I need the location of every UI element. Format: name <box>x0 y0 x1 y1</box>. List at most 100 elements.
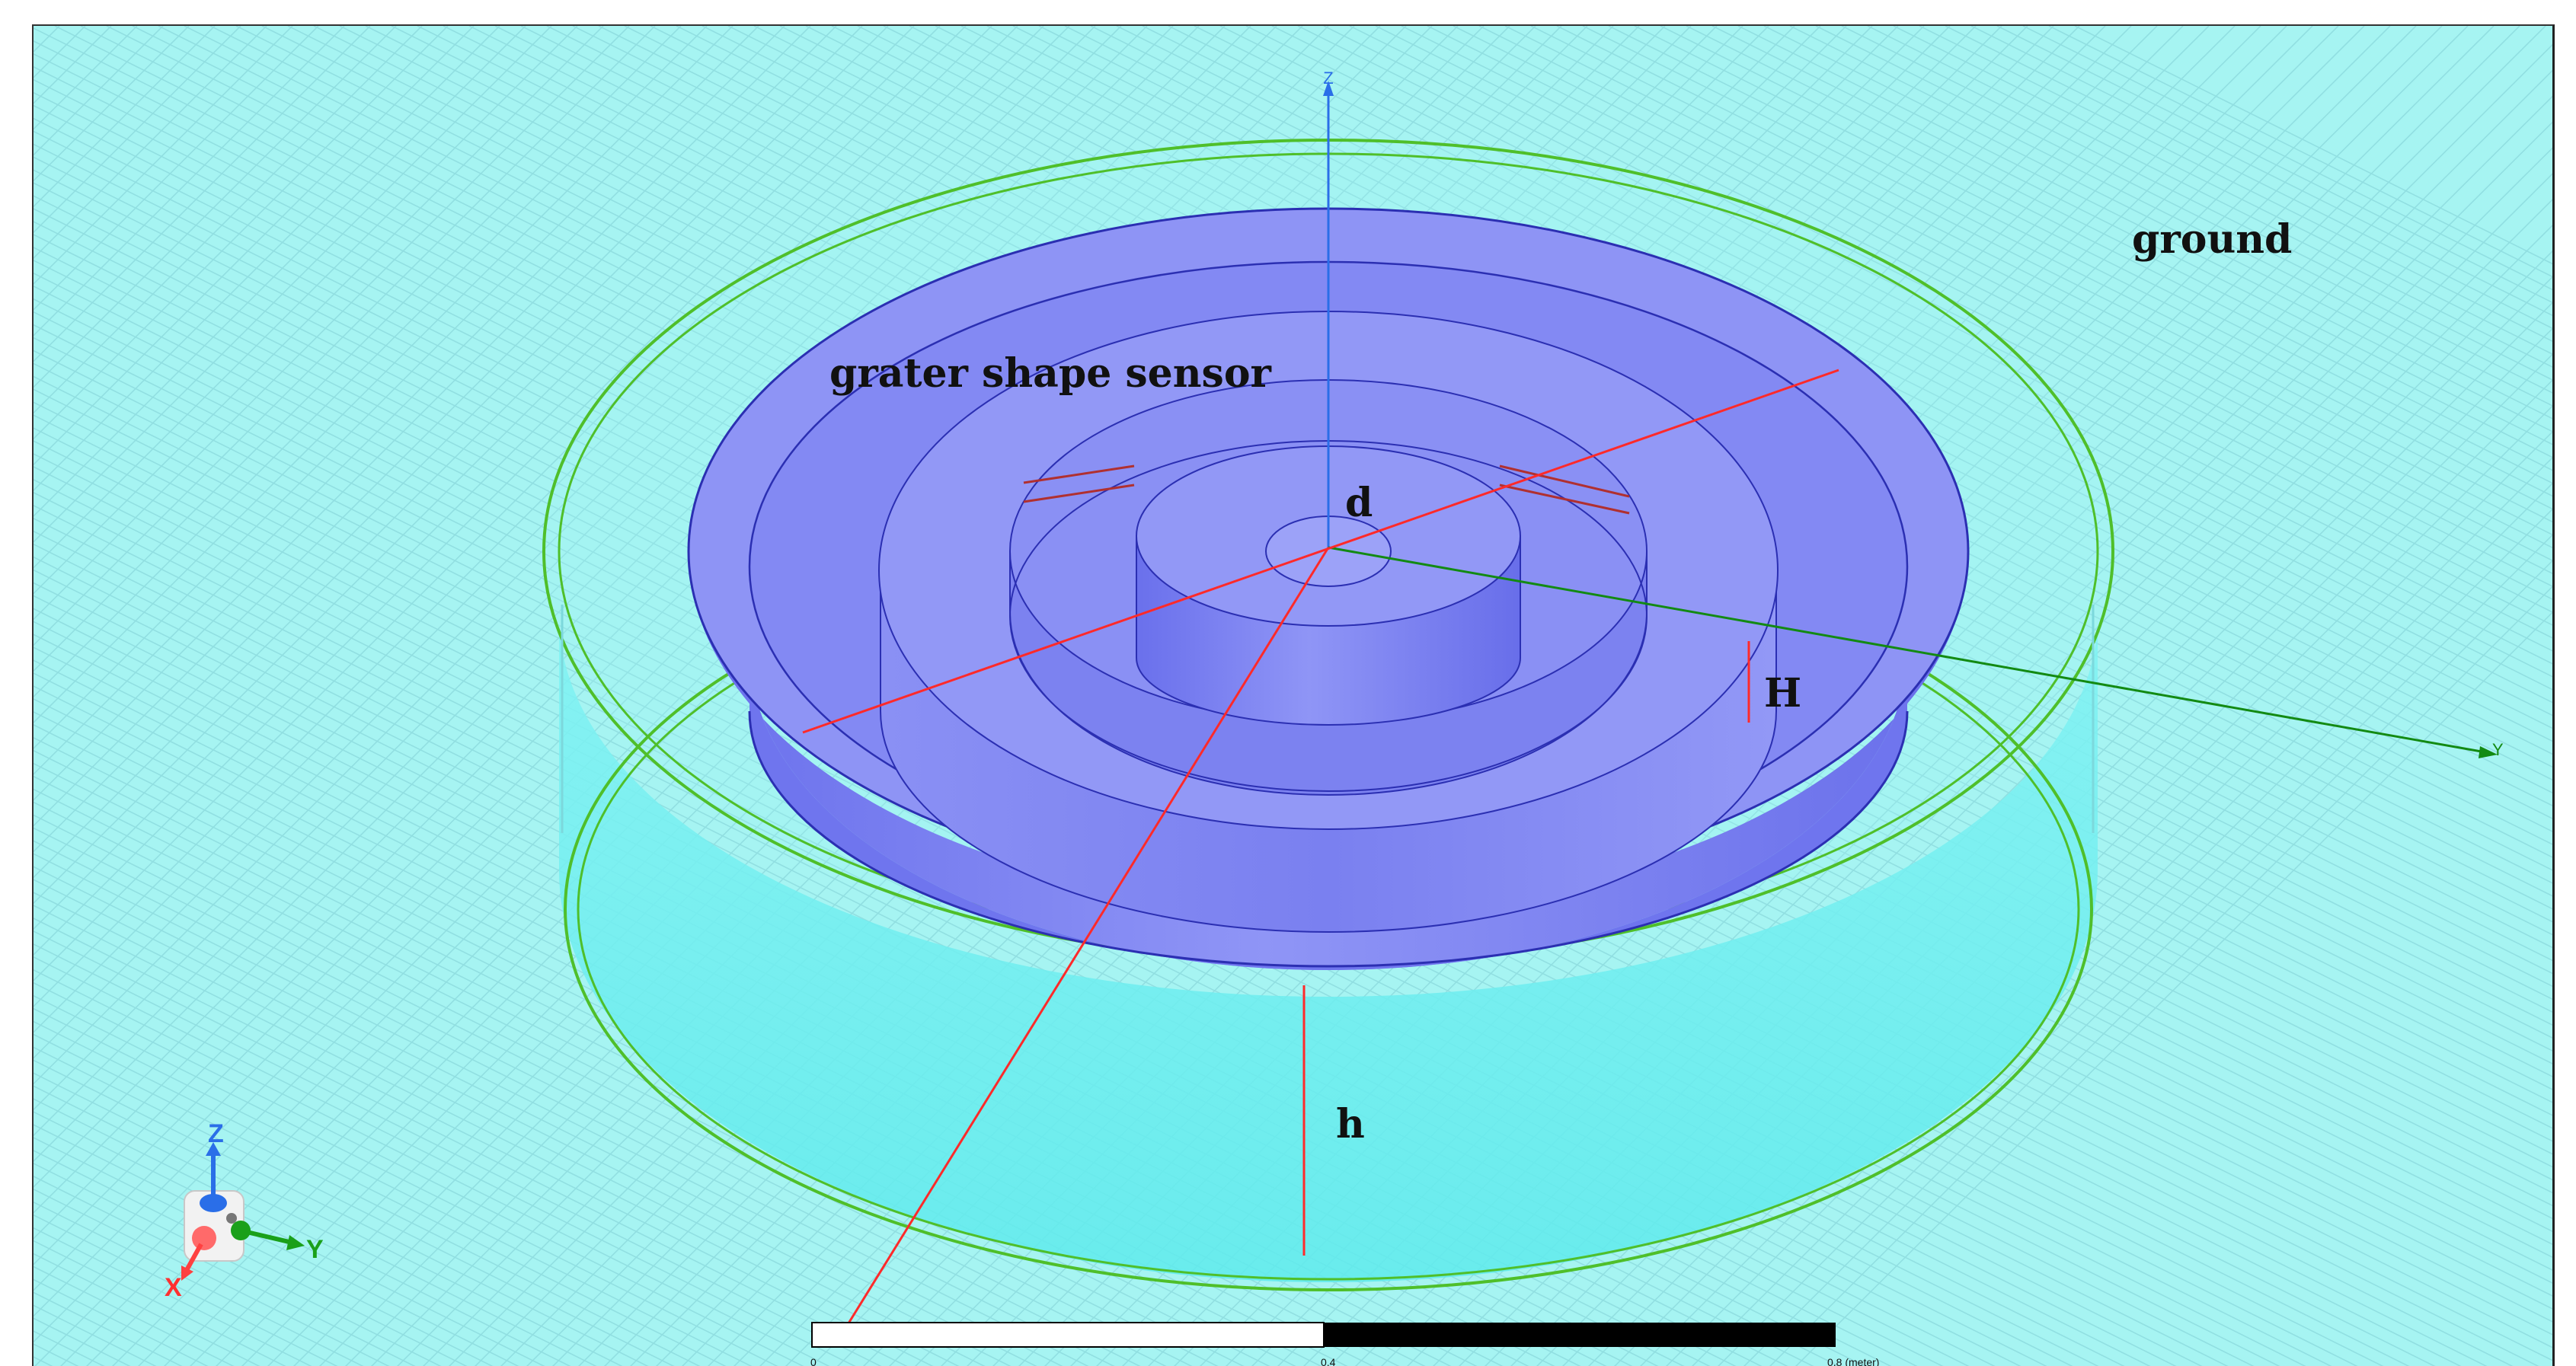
grid-line <box>34 892 986 1366</box>
grid-line <box>1194 26 2552 704</box>
grid-line <box>1634 26 2552 484</box>
grater-sensor-body <box>687 207 1970 970</box>
grid-line <box>34 981 804 1366</box>
y-axis-arrow <box>2479 746 2498 758</box>
triad-z-knob <box>200 1194 227 1212</box>
grid-line <box>34 853 1063 1366</box>
grid-line <box>34 1046 675 1366</box>
triad-y-axis <box>246 1230 293 1245</box>
grid-line <box>1556 26 2552 523</box>
grid-line <box>34 1033 701 1366</box>
grid-line <box>34 814 1141 1366</box>
ground-cylinder-body <box>559 616 2098 1282</box>
grid-line <box>1815 26 2552 394</box>
label-ground: ground <box>2132 216 2292 263</box>
grid-line <box>1608 26 2552 497</box>
grid-line <box>1717 534 2552 1366</box>
grid-line <box>34 905 960 1366</box>
z-axis-arrow <box>1323 81 1334 96</box>
grid-line <box>34 26 1174 1163</box>
grid-line <box>1996 26 2552 304</box>
triad-z-arrow <box>206 1142 221 1156</box>
grid-line <box>34 26 319 311</box>
grid-line <box>1427 26 2552 587</box>
grid-line <box>1743 560 2552 1366</box>
scale-bar-white <box>811 1322 1325 1348</box>
grid-line <box>2022 26 2552 291</box>
grid-line <box>1970 26 2552 317</box>
grid-line <box>34 26 267 260</box>
grid-line <box>34 1020 727 1366</box>
gap-mark-left-1 <box>1023 464 1135 484</box>
scale-bar-black <box>1324 1323 1836 1347</box>
triad-x-label: X <box>165 1273 182 1302</box>
grid-line <box>34 26 630 621</box>
grid-line <box>1530 26 2552 536</box>
y-axis-line <box>1328 546 2491 755</box>
3d-viewport[interactable]: Z Y grater shape sensor ground d H h Z Y… <box>32 24 2555 1366</box>
triad-z-label: Z <box>208 1119 224 1148</box>
grid-line <box>34 26 1226 1214</box>
grid-line <box>546 26 2552 1026</box>
grid-line <box>34 827 1115 1366</box>
label-sensor: grater shape sensor <box>829 350 1272 397</box>
grid-line <box>1867 26 2552 368</box>
label-d: d <box>1345 480 1373 526</box>
grid-line <box>1349 26 2552 626</box>
triad-center-dot <box>226 1213 237 1224</box>
grid-line <box>34 1137 494 1366</box>
orientation-triad[interactable]: Z Y X <box>165 1119 324 1302</box>
grid-line <box>1660 26 2552 471</box>
grid-line <box>1737 26 2552 432</box>
grid-line <box>34 26 682 672</box>
grid-line <box>34 26 1044 1033</box>
grid-line <box>1919 26 2552 343</box>
grid-line <box>34 930 908 1366</box>
grid-line <box>34 994 778 1366</box>
triad-y-arrow <box>286 1235 305 1250</box>
grid-line <box>1323 26 2552 639</box>
grid-line <box>34 969 830 1366</box>
scale-tick-0: 0 <box>810 1356 817 1366</box>
grid-line <box>34 26 811 801</box>
grid-line <box>34 26 578 569</box>
grid-line <box>1478 26 2552 562</box>
grid-line <box>34 26 941 930</box>
grid-line <box>34 26 656 646</box>
grid-line <box>34 26 837 827</box>
grid-line <box>1665 482 2552 1366</box>
grid-line <box>1375 26 2552 613</box>
grid-line <box>34 26 889 879</box>
triad-x-knob <box>192 1226 216 1250</box>
grid-line <box>34 26 708 698</box>
gap-mark-left-2 <box>1023 484 1135 503</box>
coordinate-axes <box>802 81 2498 1330</box>
grid-line <box>34 26 759 749</box>
grid-line <box>34 26 371 362</box>
axis-y-label: Y <box>2492 740 2504 759</box>
grid-line <box>1769 586 2552 1366</box>
grid-line <box>1504 26 2552 549</box>
grid-line <box>34 26 475 466</box>
grid-line <box>34 26 863 853</box>
triad-y-label: Y <box>306 1235 324 1264</box>
grid-line <box>1841 26 2552 381</box>
grid-line <box>34 26 1148 1137</box>
grid-line <box>34 1007 753 1366</box>
x-axis-line <box>802 369 1839 734</box>
grid-line <box>34 1072 623 1366</box>
gap-marks <box>1023 464 1630 515</box>
grid-line <box>1219 26 2552 691</box>
grid-line <box>34 26 423 414</box>
grid-line <box>34 26 345 337</box>
x-axis-line-front <box>843 547 1330 1330</box>
grid-line <box>34 1163 442 1366</box>
grid-line <box>2074 26 2552 265</box>
grid-line <box>34 866 1037 1366</box>
label-h: h <box>1336 1101 1365 1147</box>
grid-line <box>34 26 552 543</box>
scale-tick-end: 0.8 (meter) <box>1827 1356 1879 1366</box>
grid-line <box>1297 26 2552 652</box>
label-H: H <box>1764 670 1801 717</box>
grid-line <box>34 956 856 1366</box>
